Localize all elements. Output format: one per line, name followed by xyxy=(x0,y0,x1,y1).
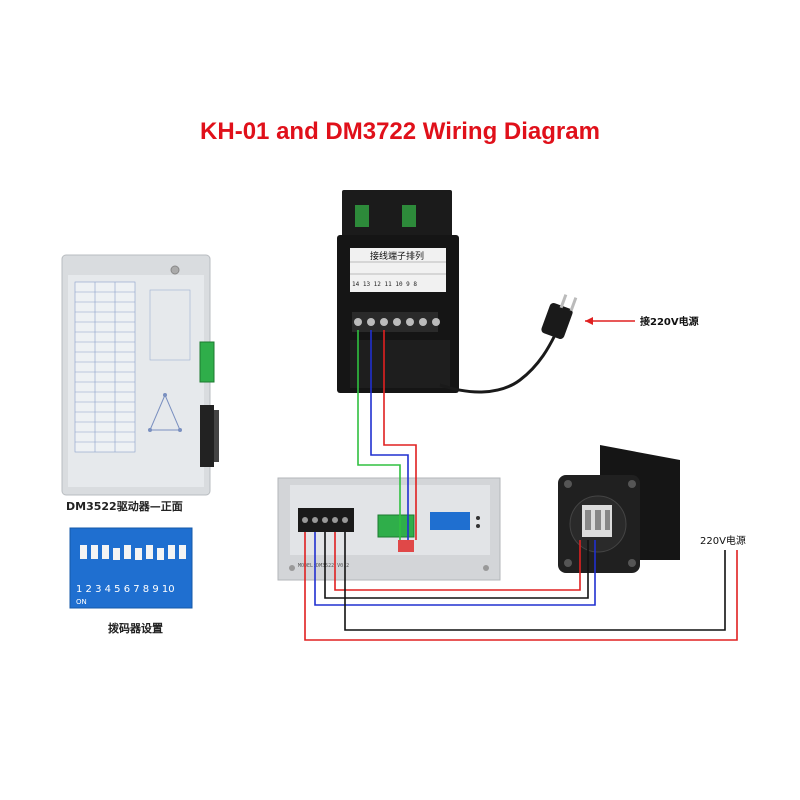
wire-black-motor xyxy=(324,532,589,599)
power-plug xyxy=(439,294,578,394)
wire-green xyxy=(357,330,401,540)
controller-terminal-numbers: 14 13 12 11 10 9 8 xyxy=(352,281,417,288)
plug-label: 接220V电源 xyxy=(640,315,699,328)
driver-caption: DM3522驱动器—正面 xyxy=(66,499,183,513)
dip-toggles xyxy=(80,545,186,560)
controller-window-title: 接线端子排列 xyxy=(370,250,424,262)
plug-arrow-head xyxy=(585,317,593,325)
dip-on-label: ON xyxy=(76,598,87,606)
page-title: KH-01 and DM3722 Wiring Diagram xyxy=(200,118,600,145)
driver-spec-table xyxy=(74,281,136,453)
wire-black-power xyxy=(344,532,726,631)
motor-power-label: 220V电源 xyxy=(700,534,746,547)
wire-blue-motor xyxy=(314,532,596,606)
wire-blue-signal xyxy=(370,330,409,540)
wire-red-motor xyxy=(334,532,581,591)
wire-red-power xyxy=(304,532,738,641)
motor xyxy=(558,445,680,573)
dip-switch xyxy=(69,527,193,609)
dm3522-driver xyxy=(61,254,219,496)
dip-numbers: 1 2 3 4 5 6 7 8 9 10 xyxy=(76,584,175,595)
driver-model-text: MODEL:DM3522 V0.2 xyxy=(298,563,349,569)
controller-terminal-screws xyxy=(352,312,440,332)
dip-caption: 拨码器设置 xyxy=(108,621,163,635)
wire-red-signal xyxy=(383,330,417,540)
wires xyxy=(304,330,738,641)
kh01-controller xyxy=(337,190,459,393)
